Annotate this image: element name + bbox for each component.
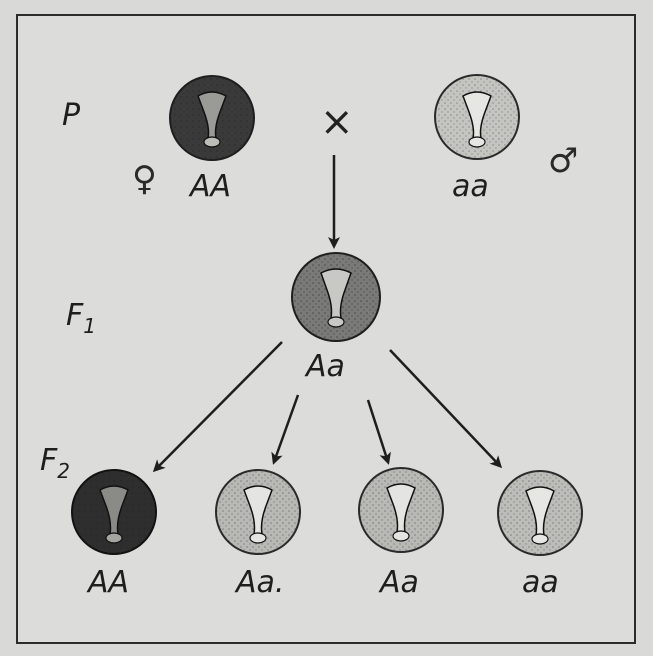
f2-genotype-3: Aa xyxy=(378,565,419,600)
arrow-f1-to-f2-4 xyxy=(389,349,503,469)
female-symbol-icon: ♀ xyxy=(132,159,157,199)
parent-genotype-female: AA xyxy=(188,169,231,204)
f1-cell xyxy=(291,252,381,342)
arrow-f1-to-f2-1 xyxy=(152,341,283,473)
f1-genotype: Aa xyxy=(304,349,345,384)
f2-genotype-4: aa xyxy=(522,565,559,600)
f2-cell-1 xyxy=(71,469,157,555)
cross-sign: × xyxy=(320,99,354,145)
parent-genotype-male: aa xyxy=(452,169,489,204)
male-symbol-icon: ♂ xyxy=(548,141,578,181)
f2-cell-3 xyxy=(358,467,444,553)
parent-cell-male xyxy=(434,74,520,160)
arrow-f1-to-f2-3 xyxy=(366,399,391,465)
f2-cell-2 xyxy=(215,469,301,555)
generation-label-f1: F1 xyxy=(66,298,96,338)
generation-label-f2: F2 xyxy=(40,443,70,483)
arrow-f1-to-f2-2 xyxy=(271,394,300,465)
parent-cell-female xyxy=(169,75,255,161)
generation-label-p: P xyxy=(62,98,81,133)
f2-cell-4 xyxy=(497,470,583,556)
f2-genotype-2: Aa. xyxy=(234,565,284,600)
f2-genotype-1: AA xyxy=(86,565,129,600)
